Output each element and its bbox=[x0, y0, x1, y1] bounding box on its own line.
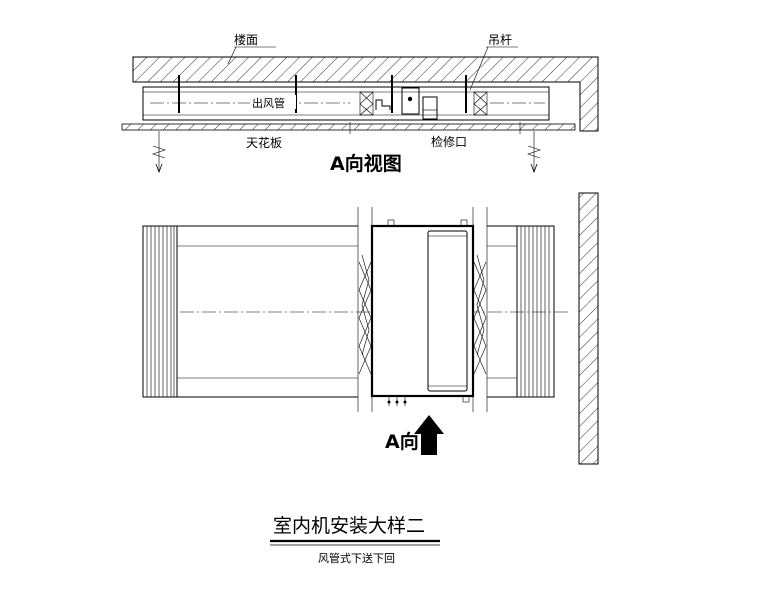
flex-joint-right bbox=[473, 91, 488, 116]
return-grille-left bbox=[142, 225, 178, 398]
drawing-title: 室内机安装大样二 bbox=[273, 515, 425, 537]
duct-plan-left bbox=[177, 225, 358, 398]
view-title: A向视图 bbox=[330, 152, 402, 175]
flex-joint-plan-right bbox=[472, 207, 488, 412]
flex-joint-left bbox=[359, 91, 374, 116]
floor-slab-label: 楼面 bbox=[234, 32, 258, 47]
title-block: 室内机安装大样二 风管式下送下回 bbox=[270, 515, 440, 565]
floor-slab bbox=[132, 56, 599, 132]
outlet-duct-label: 出风管 bbox=[252, 96, 285, 110]
indoor-unit-plan bbox=[370, 219, 475, 406]
direction-a-label: A向 bbox=[385, 430, 419, 453]
direction-a-arrow bbox=[414, 415, 444, 455]
flex-joint-plan-left bbox=[357, 207, 373, 412]
duct-plan-right bbox=[487, 225, 517, 398]
break-symbol-right bbox=[527, 131, 541, 174]
elevation-view: 楼面 吊杆 出风管 bbox=[121, 32, 599, 175]
access-opening-label: 检修口 bbox=[431, 134, 467, 149]
indoor-unit-side bbox=[375, 87, 438, 120]
hanger-rod-label: 吊杆 bbox=[488, 33, 512, 47]
drawing-subtitle: 风管式下送下回 bbox=[318, 551, 395, 565]
floor-slab-leader bbox=[227, 46, 237, 65]
outlet-label-bg bbox=[250, 95, 296, 109]
ceiling-board-label: 天花板 bbox=[246, 135, 282, 150]
return-grille-right bbox=[516, 225, 555, 398]
ceiling-board bbox=[121, 122, 576, 134]
plan-view: A向 bbox=[142, 192, 599, 465]
duct-body bbox=[142, 86, 550, 121]
wall bbox=[578, 192, 599, 465]
hanger-rod-leader bbox=[469, 46, 489, 91]
break-symbol-left bbox=[152, 131, 166, 174]
